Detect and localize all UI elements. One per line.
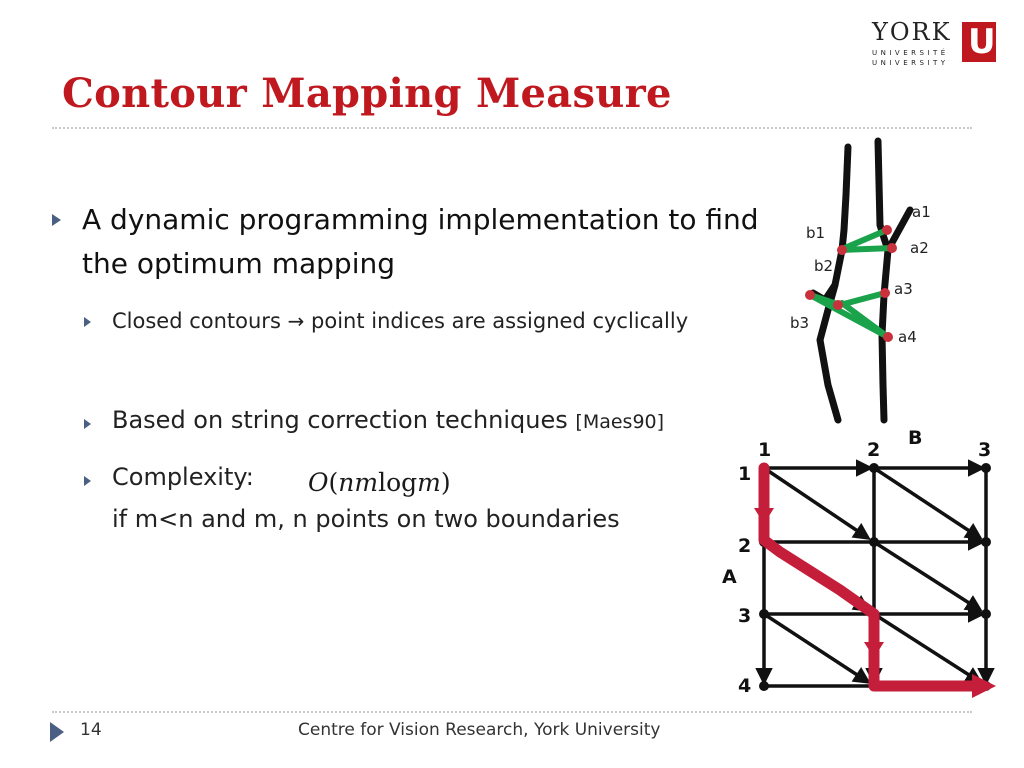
axis-a-label: A — [722, 566, 737, 588]
point-a4 — [883, 332, 893, 342]
point-b1 — [837, 245, 847, 255]
axis-b-label: B — [908, 427, 922, 449]
grid-node — [869, 463, 879, 473]
row-label-2: 2 — [738, 535, 751, 557]
grid-diag-32 — [873, 612, 983, 684]
logo-line-1: UNIVERSITÉ — [872, 49, 949, 57]
page-number: 14 — [80, 720, 102, 740]
label-b3: b3 — [790, 314, 809, 332]
complexity-formula: O(nmlogm) — [308, 468, 451, 497]
math-log: log — [378, 468, 418, 497]
math-o: O — [308, 468, 329, 497]
right-arrow-icon: → — [287, 309, 305, 333]
citation: [Maes90] — [575, 411, 665, 433]
footer-text: Centre for Vision Research, York Univers… — [298, 720, 661, 740]
point-b2 — [833, 300, 843, 310]
label-b2: b2 — [814, 257, 833, 275]
contour-a-right-branch — [874, 137, 914, 254]
dp-grid-figure: 1 2 3 B 1 2 3 4 A — [722, 427, 996, 698]
col-label-2: 2 — [867, 439, 880, 461]
logo-line-2: UNIVERSITY — [872, 59, 949, 67]
cyclic-indices-text: point indices are assigned cyclically — [311, 309, 689, 333]
label-b1: b1 — [806, 224, 825, 242]
row-label-3: 3 — [738, 605, 751, 627]
row-label-1: 1 — [738, 463, 751, 485]
title-divider — [52, 127, 972, 129]
sub-bullet-arrow-icon — [84, 317, 91, 327]
col-label-1: 1 — [758, 439, 771, 461]
label-a2: a2 — [910, 239, 929, 257]
grid-diag-31 — [763, 612, 871, 684]
sub-bullet-closed-contours: Closed contours → point indices are assi… — [112, 309, 688, 333]
string-correction-text: Based on string correction techniques — [112, 406, 568, 434]
slide-title: Contour Mapping Measure — [62, 70, 672, 117]
grid-node — [759, 681, 769, 691]
label-a4: a4 — [898, 328, 917, 346]
point-a3 — [880, 288, 890, 298]
math-m: m — [417, 468, 441, 497]
optimal-path-arrowhead — [754, 508, 774, 524]
optimal-path-arrowhead — [972, 674, 996, 698]
bullet-arrow-icon — [52, 214, 61, 226]
label-a3: a3 — [894, 280, 913, 298]
grid-node — [981, 609, 991, 619]
grid-node — [981, 537, 991, 547]
grid-node — [869, 537, 879, 547]
optimal-path — [758, 462, 988, 692]
sub-bullet-arrow-icon — [84, 419, 91, 429]
complexity-condition: if m<n and m, n points on two boundaries — [112, 505, 620, 533]
label-a1: a1 — [912, 203, 931, 221]
contour-mapping-figure: a1 a2 a3 a4 b1 b2 b3 — [790, 137, 931, 424]
grid-diag-22 — [873, 540, 983, 612]
math-paren-open: ( — [328, 468, 339, 497]
closed-contours-text: Closed contours — [112, 309, 281, 333]
complexity-label: Complexity: — [112, 463, 254, 491]
optimal-path-arrowhead — [864, 642, 884, 658]
main-bullet-text: A dynamic programming implementation to … — [82, 203, 759, 280]
math-paren-close: ) — [440, 468, 451, 497]
york-logo: YORK UNIVERSITÉ UNIVERSITY U — [862, 16, 1002, 67]
col-label-3: 3 — [978, 439, 991, 461]
math-nm: nm — [338, 468, 379, 497]
sub-bullet-arrow-icon — [84, 476, 91, 486]
point-a2 — [887, 243, 897, 253]
logo-mark: U — [962, 22, 996, 62]
logo-wordmark: YORK — [872, 18, 952, 46]
sub-bullet-string-correction: Based on string correction techniques [M… — [112, 406, 664, 434]
footer-arrow-icon — [50, 722, 64, 742]
grid-diag-11 — [763, 466, 871, 540]
grid-node — [981, 463, 991, 473]
footer-divider — [52, 711, 972, 713]
grid-node — [759, 609, 769, 619]
point-a1 — [882, 225, 892, 235]
point-b3 — [805, 290, 815, 300]
logo-mark-letter: U — [968, 22, 996, 62]
grid-diag-12 — [873, 466, 983, 540]
row-label-4: 4 — [738, 675, 751, 697]
